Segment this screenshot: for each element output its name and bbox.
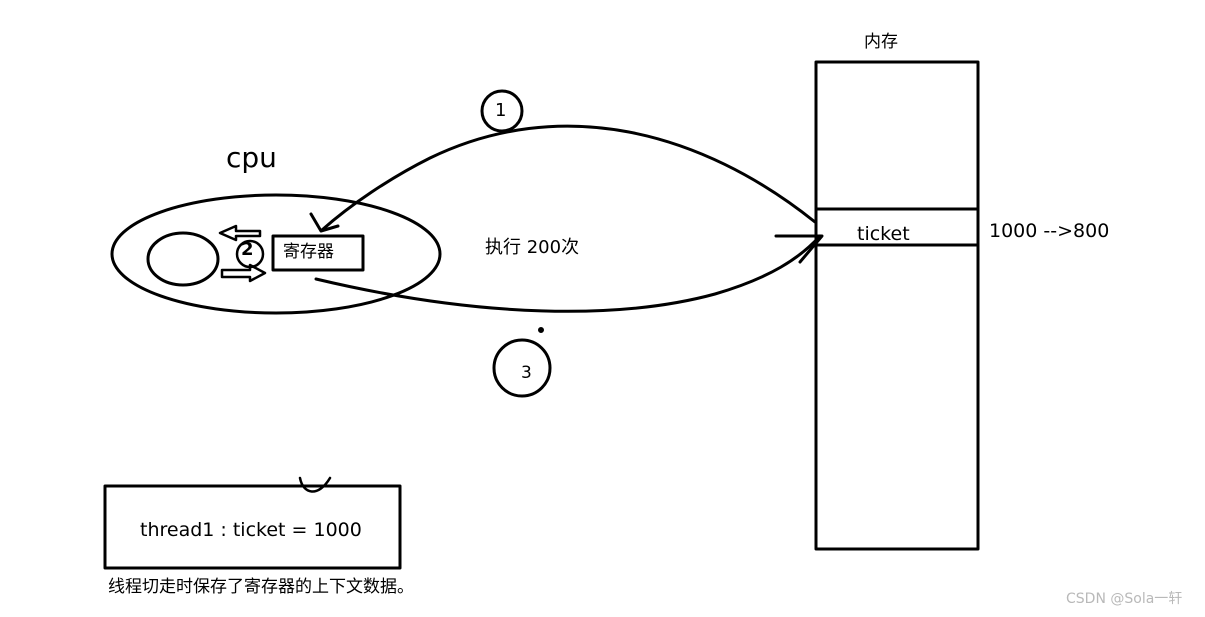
thread-context-box — [103, 484, 402, 570]
memory-block — [814, 60, 980, 551]
cpu-ellipse — [110, 193, 442, 315]
stray-dot — [538, 327, 544, 333]
step3-label: 3 — [521, 363, 532, 383]
core-circle — [146, 231, 220, 287]
ticket-value-change: 1000 -->800 — [989, 220, 1110, 242]
store-arc — [314, 234, 822, 313]
watermark: CSDN @Sola一轩 — [1066, 591, 1183, 607]
register-left-arrow — [218, 224, 262, 242]
execute-label: 执行 200次 — [485, 237, 580, 258]
register-label: 寄存器 — [283, 242, 334, 262]
step2-label: 2 — [241, 239, 254, 260]
step3-circle — [492, 338, 552, 398]
load-arrowhead — [309, 212, 340, 233]
caption: 线程切走时保存了寄存器的上下文数据。 — [108, 577, 414, 597]
register-right-arrow — [220, 263, 267, 283]
ticket-field-label: ticket — [857, 223, 910, 245]
load-arc — [320, 124, 817, 232]
step2-circle — [235, 239, 265, 269]
store-arrowhead — [774, 234, 824, 264]
step1-label: 1 — [495, 100, 507, 121]
thread-context-label: thread1 : ticket = 1000 — [140, 519, 362, 541]
register-box — [271, 234, 365, 272]
cpu-label: cpu — [226, 141, 277, 174]
step1-circle — [480, 89, 524, 133]
thread-link-arrow — [298, 476, 332, 493]
memory-title: 内存 — [864, 32, 898, 52]
